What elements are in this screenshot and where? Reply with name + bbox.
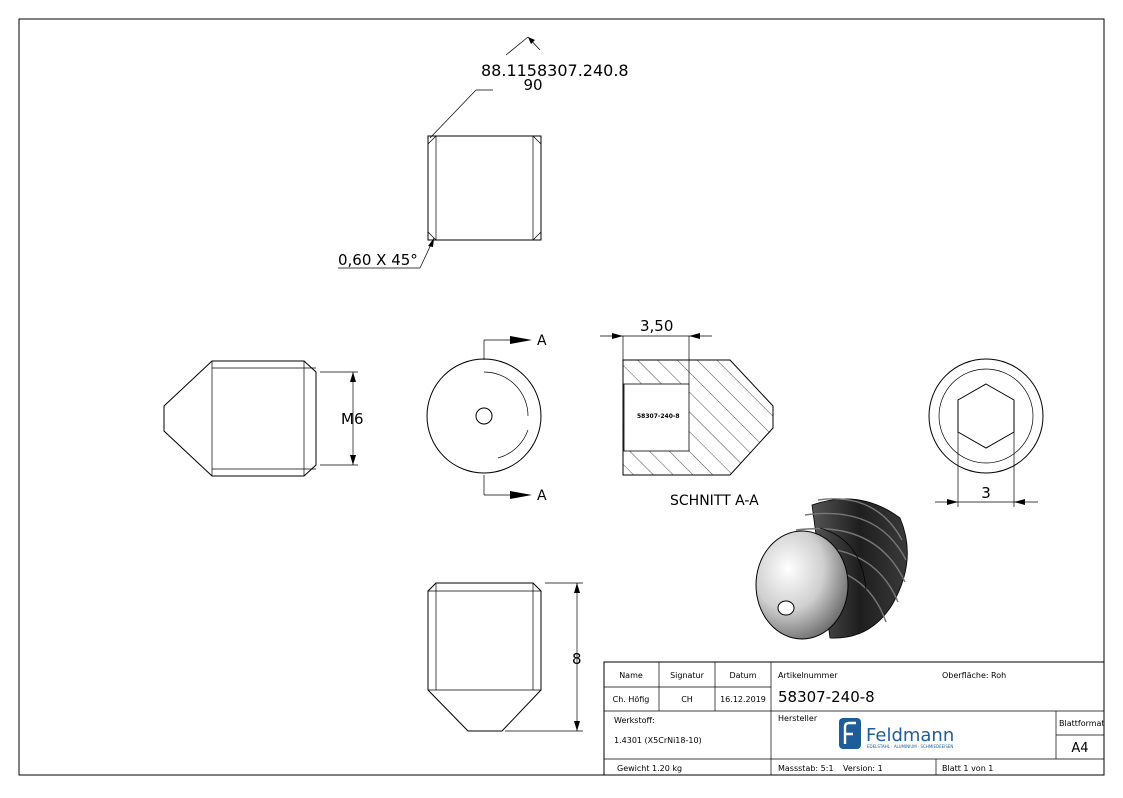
tb-blattformat-value: A4 (1071, 741, 1088, 756)
hex-dimension: 3 (981, 484, 991, 502)
tb-artikelnummer-label: Artikelnummer (778, 671, 838, 680)
tb-werkstoff-value: 1.4301 (X5CrNi18-10) (614, 736, 702, 745)
section-arrow-bottom-label: A (537, 488, 547, 504)
length-dimension: 8 (572, 650, 582, 668)
tb-signatur-value: CH (681, 695, 693, 704)
tb-artikelnummer-value: 58307-240-8 (778, 688, 875, 706)
tb-blatt: Blatt 1 von 1 (942, 764, 993, 773)
isometric-render (755, 498, 908, 640)
feldmann-logo (839, 718, 861, 749)
reference-number: 88.1158307.240.8 (481, 61, 629, 80)
tb-datum-value: 16.12.2019 (720, 695, 766, 704)
title-block (603, 661, 1105, 776)
tb-signatur-label: Signatur (670, 671, 705, 680)
thread-dimension: M6 (341, 410, 364, 428)
tb-version: Version: 1 (843, 764, 883, 773)
bottom-view (427, 582, 583, 732)
brand-name: Feldmann (866, 725, 954, 746)
brand-tagline: EDELSTAHL · ALUMINIUM · SCHMIEDEEISEN (867, 744, 953, 749)
depth-dimension: 3,50 (640, 317, 673, 335)
tb-oberflaeche-value: Roh (991, 671, 1006, 680)
section-arrow-top-label: A (537, 333, 547, 349)
tb-name-value: Ch. Höfig (613, 695, 650, 704)
chamfer-note: 0,60 X 45° (338, 251, 418, 269)
section-view (600, 333, 774, 476)
tb-hersteller-label: Hersteller (778, 714, 818, 723)
top-view (338, 36, 542, 269)
front-view (426, 336, 542, 499)
tb-werkstoff-label: Werkstoff: (614, 716, 655, 725)
section-engraving: 58307-240-8 (637, 413, 680, 420)
tb-gewicht: Gewicht 1.20 kg (617, 764, 682, 773)
tb-datum-label: Datum (729, 671, 756, 680)
angle-label: 90 (523, 76, 542, 94)
side-view (163, 360, 358, 477)
tb-oberflaeche-label: Oberfläche: (942, 671, 989, 680)
hex-view (928, 358, 1044, 507)
tb-massstab: Massstab: 5:1 (778, 764, 834, 773)
drawing-border (18, 18, 1105, 776)
tb-blattformat-label: Blattformat (1059, 719, 1105, 728)
section-label: SCHNITT A-A (670, 493, 759, 509)
tb-name-label: Name (619, 671, 643, 680)
